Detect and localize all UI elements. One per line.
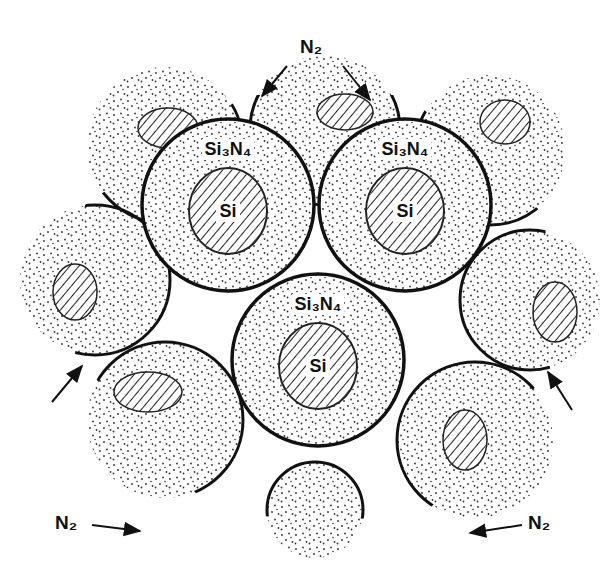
gas-label: N₂ <box>300 36 322 58</box>
gas-label: N₂ <box>55 512 77 534</box>
silicon-core: Si <box>278 322 358 410</box>
layer-stipple <box>319 119 491 291</box>
grain-boundary <box>267 462 363 558</box>
gas-arrow <box>548 372 572 410</box>
silicon-core <box>533 282 577 342</box>
layer-ground <box>142 119 314 291</box>
layer-ground <box>232 274 404 446</box>
silicon-hatch <box>317 94 373 130</box>
particle <box>460 230 600 370</box>
core-label: Si <box>306 356 329 377</box>
gas-arrow <box>262 66 287 96</box>
core-ground <box>279 323 357 409</box>
silicon-hatch <box>53 264 97 320</box>
particle <box>267 462 363 558</box>
layer-stipple <box>232 274 404 446</box>
core-hatch <box>280 324 356 408</box>
grain-boundaries <box>20 55 600 558</box>
core-ground <box>366 168 444 254</box>
layer-label: Si₃N₄ <box>292 294 345 315</box>
silicon-hatch <box>114 372 182 412</box>
layer-label: Si₃N₄ <box>379 139 432 160</box>
silicon-hatch <box>480 100 530 144</box>
silicon-core <box>480 100 530 144</box>
silicon-core <box>114 372 182 412</box>
gas-arrow <box>92 525 140 531</box>
gas-label: N₂ <box>528 512 550 534</box>
gas-arrows <box>52 66 572 533</box>
core-label: Si <box>216 201 239 222</box>
outer-particles <box>20 55 600 558</box>
core-hatch <box>367 169 443 253</box>
nitride-layer: Si₃N₄ Si <box>140 117 316 293</box>
silicon-cores <box>53 94 577 470</box>
core-label: Si <box>393 201 416 222</box>
layer-stipple <box>142 119 314 291</box>
gas-arrow <box>52 366 82 402</box>
layer-label: Si₃N₄ <box>202 139 255 160</box>
layer-ground <box>319 119 491 291</box>
nitride-layer: Si₃N₄ Si <box>317 117 493 293</box>
core-ground <box>189 168 267 254</box>
nitride-layer: Si₃N₄ Si <box>230 272 406 448</box>
silicon-core <box>317 94 373 130</box>
core-hatch <box>190 169 266 253</box>
silicon-hatch <box>443 410 487 470</box>
particle <box>87 342 243 498</box>
particle <box>397 362 553 518</box>
silicon-core <box>443 410 487 470</box>
silicon-core: Si <box>188 167 268 255</box>
silicon-core: Si <box>365 167 445 255</box>
silicon-hatch <box>533 282 577 342</box>
gas-arrow <box>470 525 522 533</box>
silicon-core <box>53 264 97 320</box>
grain-boundary <box>87 342 243 498</box>
grain-boundary <box>397 362 553 518</box>
gas-arrow <box>343 66 370 100</box>
grain-boundary <box>460 230 600 370</box>
